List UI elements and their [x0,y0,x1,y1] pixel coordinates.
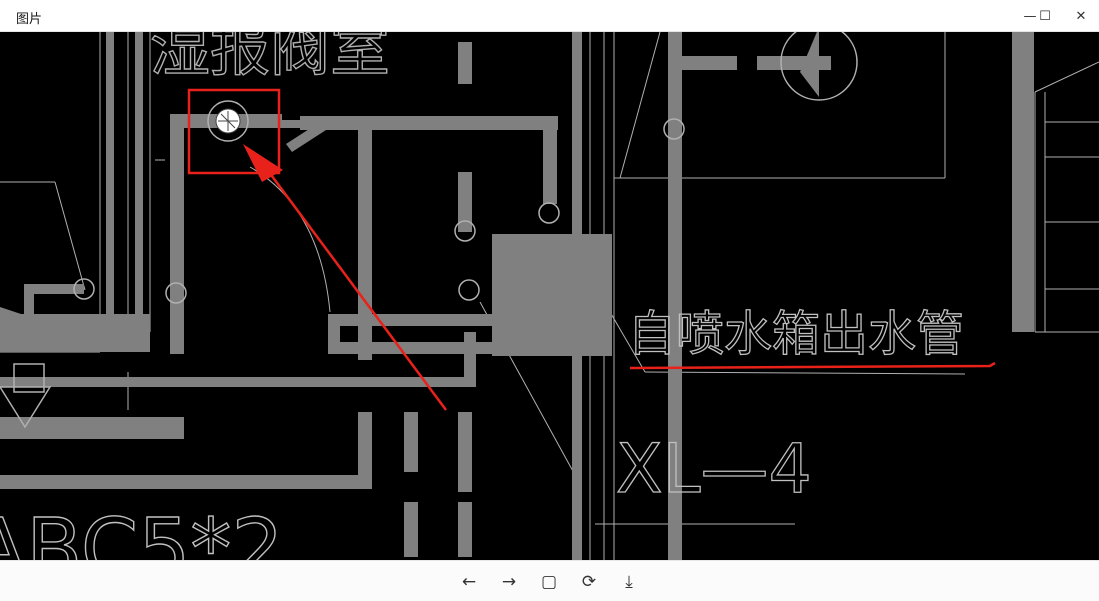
close-icon: ✕ [1075,8,1087,24]
next-button[interactable]: → [497,570,521,594]
viewer-toolbar: ← → ▢ ⟳ ⤓ [0,560,1099,601]
maximize-icon: ☐ [1039,8,1051,24]
valve-symbol [215,108,241,134]
annotation-arrow [255,155,448,411]
drawing-text-note: 自喷水箱出水管 [628,306,964,362]
window-title: 图片 [16,12,43,27]
title-bar: 图片 — ☐ ✕ [0,0,1099,32]
pipe-circles [73,32,858,304]
fit-window-icon: ▢ [540,572,558,592]
download-icon: ⤓ [625,572,633,592]
drawing-text-label: XL—4 [616,430,812,509]
maximize-button[interactable]: ☐ [1022,0,1068,32]
rotate-icon: ⟳ [581,572,597,592]
annotation-arrowhead [243,144,283,182]
annotation-underline [629,361,996,370]
arrow-left-icon: ← [461,572,477,592]
triangle-symbol [0,386,52,429]
image-viewport[interactable]: 湿报阀室 自喷水箱出水管 XL—4 ABC5*2 [0,32,1099,560]
drawing-text-bottom: ABC5*2 [0,502,284,560]
fit-window-button[interactable]: ▢ [537,570,561,594]
arrow-right-icon: → [501,572,517,592]
minimize-button[interactable]: — [1007,0,1053,32]
previous-button[interactable]: ← [457,570,481,594]
minimize-icon: — [1023,8,1037,24]
cad-drawing: 湿报阀室 自喷水箱出水管 XL—4 ABC5*2 [0,32,1099,560]
rotate-button[interactable]: ⟳ [577,570,601,594]
pipes [0,32,1034,560]
small-box [13,363,45,393]
annotation-box [187,88,281,175]
close-button[interactable]: ✕ [1058,0,1099,32]
download-button[interactable]: ⤓ [617,570,641,594]
drawing-text-top: 湿报阀室 [150,32,390,85]
valve-cone [800,32,819,97]
